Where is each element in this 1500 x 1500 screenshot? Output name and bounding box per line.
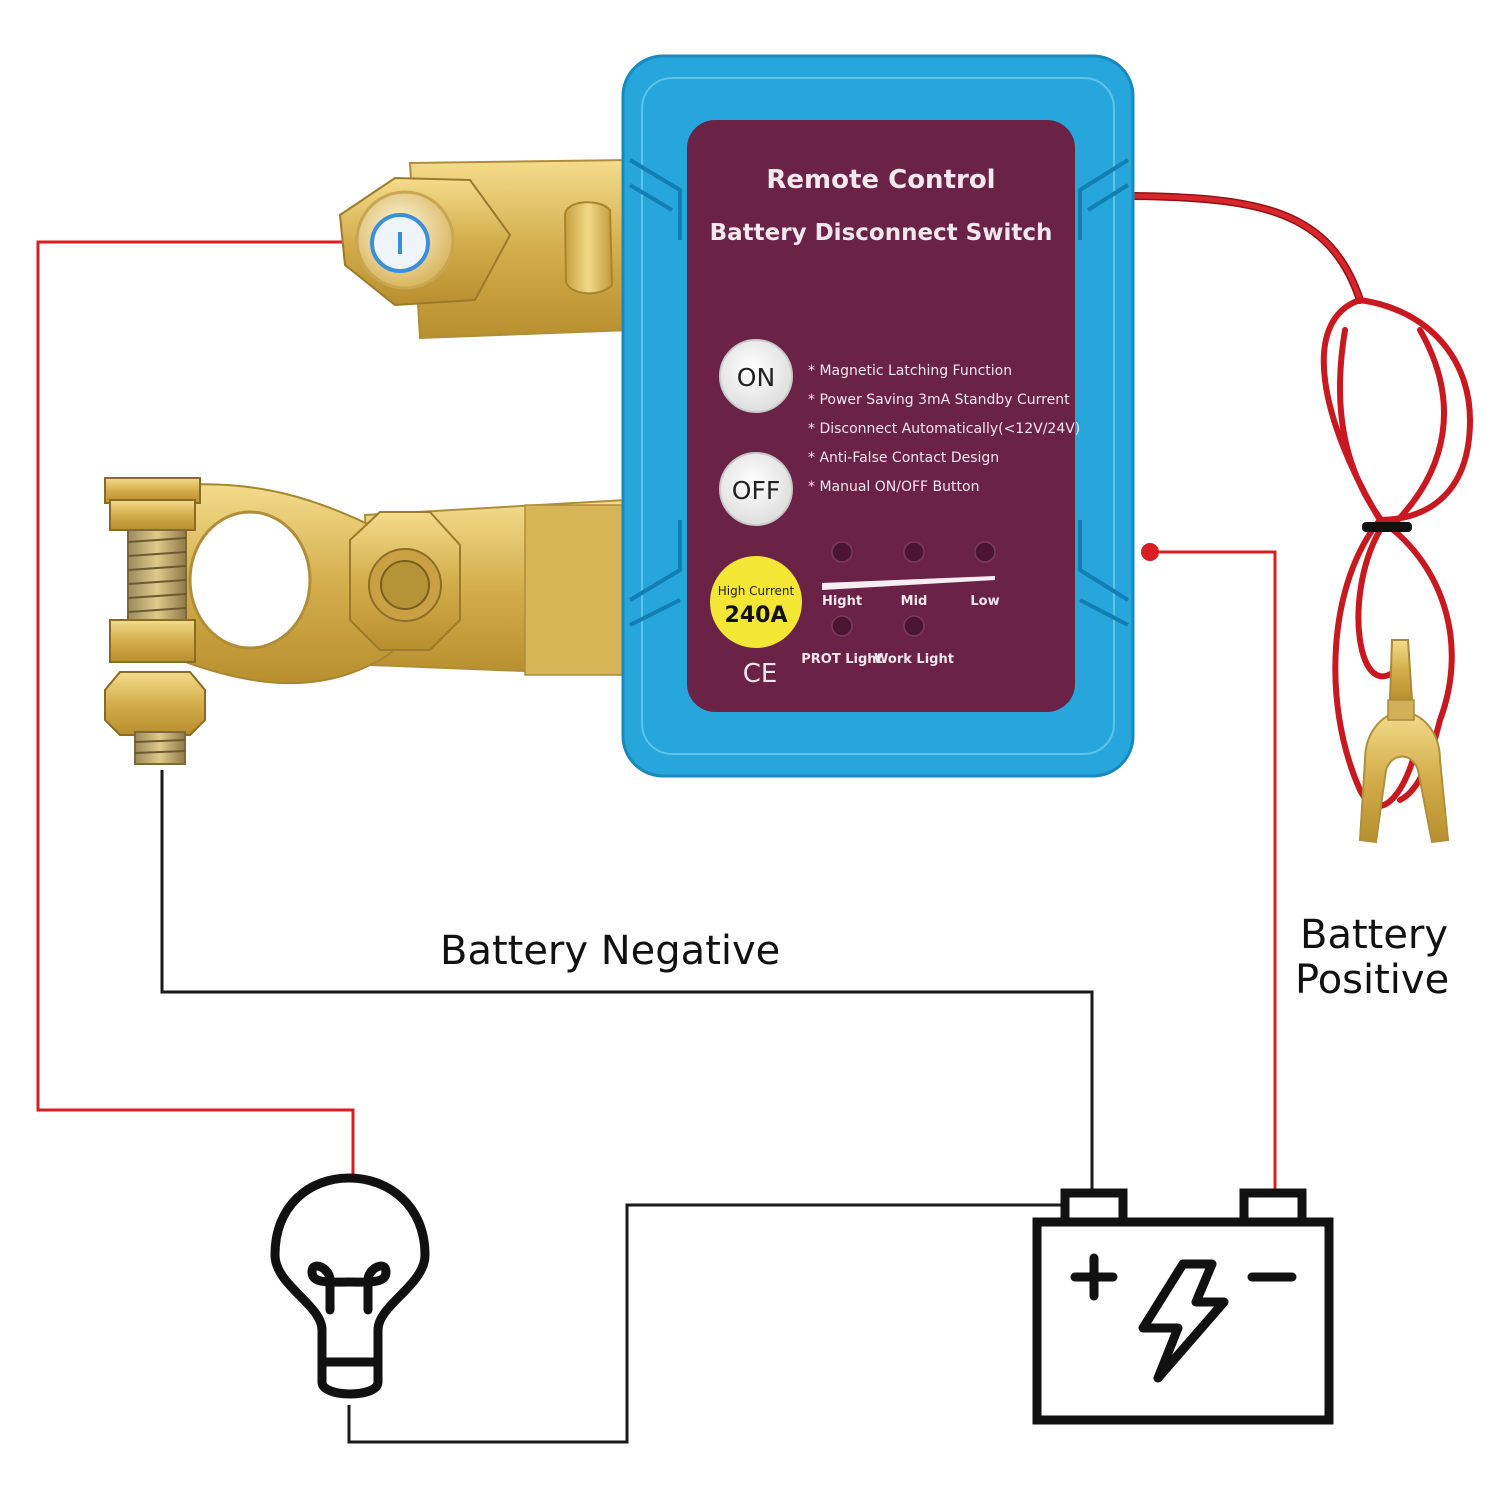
feature-item: * Manual ON/OFF Button [808, 479, 979, 495]
panel-title-line2: Battery Disconnect Switch [710, 220, 1053, 246]
red-wire-to-battery [1150, 550, 1277, 1193]
top-terminal [338, 158, 631, 340]
feature-item: * Power Saving 3mA Standby Current [808, 392, 1070, 408]
power-icon [370, 213, 430, 273]
feature-item: * Anti-False Contact Design [808, 450, 999, 466]
device-panel [687, 120, 1075, 712]
wiring [36, 234, 1277, 1444]
feature-list: * Magnetic Latching Function * Power Sav… [808, 363, 1080, 495]
light-label: Work Light [874, 652, 954, 667]
svg-text:OFF: OFF [732, 476, 780, 505]
battery-negative-label: Battery Negative [440, 928, 780, 974]
ce-mark: CE [743, 659, 778, 689]
red-dot-device [1141, 543, 1159, 561]
lightning-icon [1138, 1259, 1229, 1383]
feature-item: * Disconnect Automatically(<12V/24V) [808, 421, 1080, 437]
plus-sign [1070, 1253, 1118, 1301]
on-button[interactable]: ON [719, 339, 793, 413]
battery-clamp [104, 477, 626, 765]
light-label: PROT Light [801, 652, 883, 667]
black-wire-negative [160, 770, 1094, 1193]
svg-text:240A: 240A [725, 603, 788, 628]
level-label: Hight [822, 594, 862, 609]
svg-text:ON: ON [737, 363, 775, 392]
off-button[interactable]: OFF [719, 452, 793, 526]
black-wire-lamp [347, 1203, 1062, 1444]
panel-title-line1: Remote Control [766, 165, 995, 195]
battery-icon [1032, 1188, 1334, 1425]
led-mid [903, 541, 925, 563]
feature-item: * Magnetic Latching Function [808, 363, 1012, 379]
light-bulb-icon [270, 1173, 430, 1399]
level-indicators: Hight Mid Low PROT Light Work Light [801, 541, 1000, 667]
high-current-badge: High Current 240A [710, 556, 802, 648]
led-prot [831, 615, 853, 637]
battery-positive-label-line1: Battery [1300, 912, 1448, 958]
led-low [974, 541, 996, 563]
level-label: Low [970, 594, 999, 609]
red-wire-to-lamp [36, 240, 392, 1175]
disconnect-switch-device: Remote Control Battery Disconnect Switch… [621, 54, 1135, 778]
remote-cable [1131, 192, 1474, 844]
ring-terminal [1388, 639, 1414, 701]
svg-text:High Current: High Current [718, 584, 795, 598]
led-high [831, 541, 853, 563]
battery-positive-label-line2: Positive [1295, 957, 1449, 1003]
led-work [903, 615, 925, 637]
level-label: Mid [901, 594, 928, 609]
